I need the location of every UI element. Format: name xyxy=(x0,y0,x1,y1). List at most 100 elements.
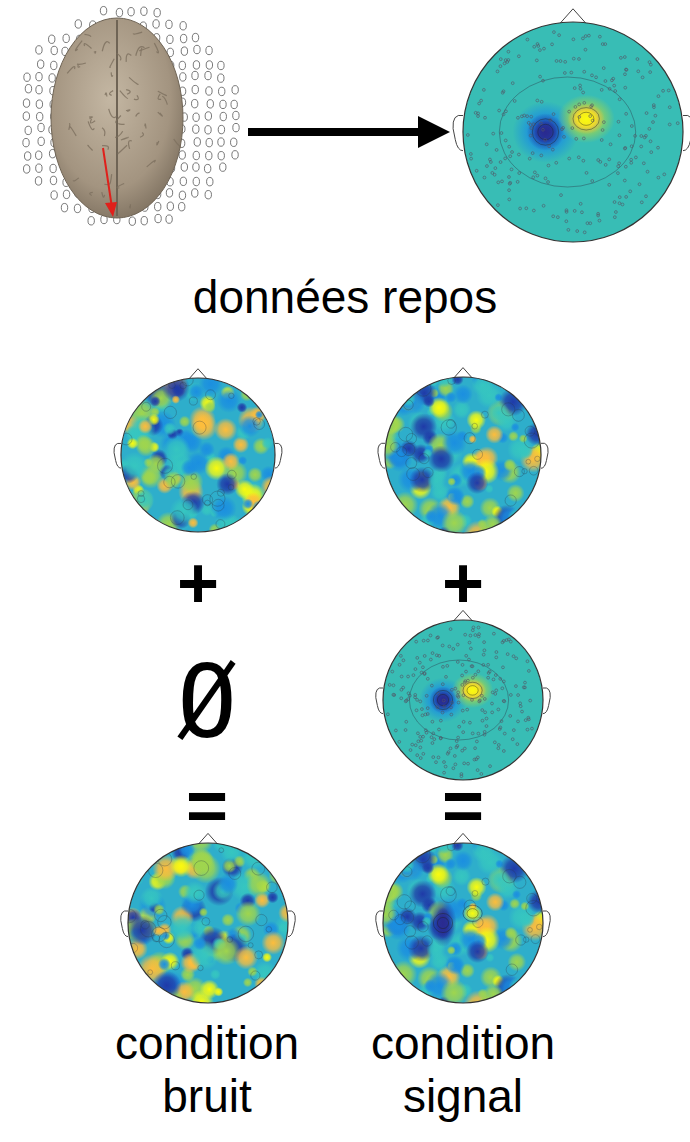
contour xyxy=(526,900,542,916)
sensor xyxy=(494,674,497,677)
sensor xyxy=(648,127,651,130)
sensor xyxy=(509,155,512,158)
sensor xyxy=(498,109,501,112)
sensor xyxy=(457,696,460,699)
noise-blob xyxy=(451,373,463,385)
noise-blob xyxy=(477,988,488,999)
ear xyxy=(114,443,121,468)
sensor xyxy=(634,156,637,159)
sensor xyxy=(643,136,646,139)
electrode xyxy=(192,99,198,107)
sensor xyxy=(579,84,582,87)
contour xyxy=(198,965,203,970)
sensor xyxy=(451,701,454,704)
sensor xyxy=(617,120,620,123)
electrode xyxy=(36,151,42,159)
sensor xyxy=(436,636,439,639)
contour xyxy=(395,914,405,924)
sensor xyxy=(595,76,598,79)
sensor xyxy=(464,680,467,683)
gyrus xyxy=(118,123,124,125)
sensor xyxy=(551,148,554,151)
noise-blob xyxy=(150,396,161,407)
noise-blob xyxy=(466,410,486,430)
map-ground xyxy=(385,377,541,533)
noise-blob xyxy=(179,416,191,428)
sensor xyxy=(497,181,500,184)
sensor xyxy=(500,720,503,723)
contour xyxy=(193,421,206,434)
sensor xyxy=(519,207,522,210)
operator-symbol: = xyxy=(186,764,228,847)
sensor xyxy=(485,143,488,146)
sensor xyxy=(668,123,671,126)
noise-blob xyxy=(214,418,237,441)
sensor xyxy=(431,720,434,723)
sensor xyxy=(578,116,581,119)
sensor xyxy=(485,725,488,728)
sensor xyxy=(608,87,611,90)
sensor xyxy=(471,676,474,679)
caption-text: condition bruit xyxy=(115,1017,299,1123)
sensor xyxy=(608,183,611,186)
electrode xyxy=(193,125,199,133)
noise-blob xyxy=(193,937,207,951)
head-outline xyxy=(385,377,541,533)
electrode xyxy=(35,177,41,185)
sensor xyxy=(532,209,535,212)
sensor xyxy=(422,666,425,669)
sensor xyxy=(405,699,408,702)
contour xyxy=(248,943,253,948)
sensor xyxy=(493,741,496,744)
map-ground xyxy=(128,843,288,1003)
caption-text: données repos xyxy=(193,271,497,324)
sensor xyxy=(565,220,568,223)
contour xyxy=(142,402,151,411)
electrode xyxy=(179,151,185,159)
noise-blob xyxy=(221,913,235,927)
noise-blob xyxy=(511,423,520,432)
sensor xyxy=(663,173,666,176)
sensor xyxy=(624,165,627,168)
gyrus xyxy=(162,96,167,104)
sensor xyxy=(477,670,480,673)
contour xyxy=(409,660,508,740)
sensor xyxy=(618,162,621,165)
sensor xyxy=(457,701,460,704)
noise-blob xyxy=(527,890,551,914)
electrode xyxy=(218,138,224,146)
sensor xyxy=(441,683,444,686)
contour xyxy=(182,375,193,386)
contour xyxy=(148,970,153,975)
sensor xyxy=(405,720,408,723)
sensor xyxy=(429,658,432,661)
sensor xyxy=(494,167,497,170)
sensor xyxy=(486,165,489,168)
gyrus xyxy=(129,141,132,149)
sensor xyxy=(667,89,670,92)
sensor xyxy=(509,715,512,718)
sensor xyxy=(470,157,473,160)
sensor xyxy=(483,698,486,701)
contour xyxy=(503,869,516,882)
electrode xyxy=(36,112,42,120)
topoplot xyxy=(453,9,690,242)
sensor xyxy=(500,132,503,135)
sensor xyxy=(536,174,539,177)
sensor xyxy=(414,744,417,747)
noise-blob xyxy=(386,915,412,941)
sensor xyxy=(577,156,580,159)
electrode xyxy=(36,46,42,54)
sensor xyxy=(441,711,444,714)
dipole-neg xyxy=(435,692,451,708)
sensor xyxy=(461,749,464,752)
sensor xyxy=(450,706,453,709)
sensor xyxy=(518,172,521,175)
contour xyxy=(210,491,225,506)
sensor xyxy=(517,720,520,723)
electrode xyxy=(218,125,224,133)
sensor xyxy=(481,694,484,697)
ear xyxy=(541,443,548,468)
sensor xyxy=(438,728,441,731)
gyrus xyxy=(75,41,82,51)
